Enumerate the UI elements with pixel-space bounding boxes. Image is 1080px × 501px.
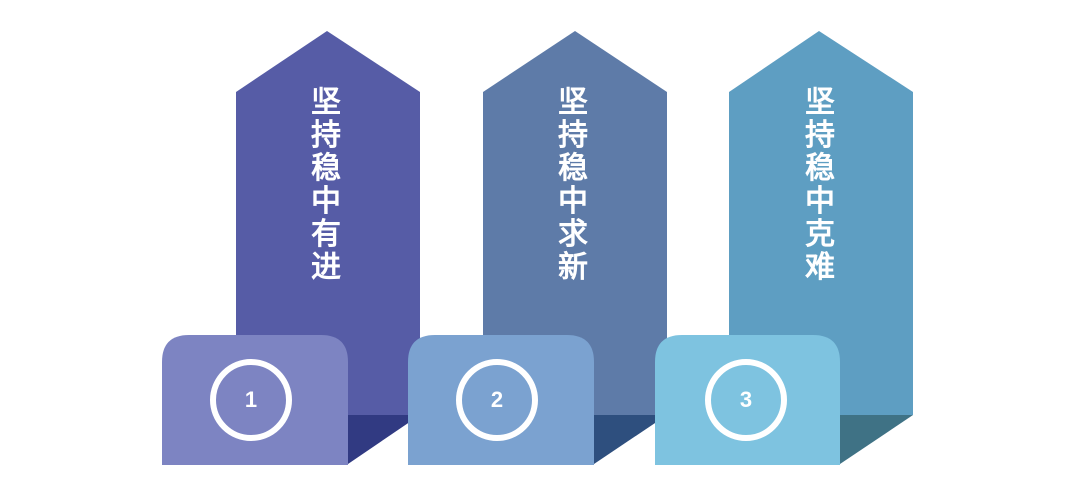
step-base-3 xyxy=(655,335,840,465)
pillar-arrow-3 xyxy=(729,31,913,415)
step-2-graphic xyxy=(408,31,667,465)
step-base-1 xyxy=(162,335,348,465)
step-number-1: 1 xyxy=(244,387,258,412)
pillar-label-1: 坚持稳中有进 xyxy=(311,85,341,285)
step-circle-3 xyxy=(705,359,787,441)
step-number-2: 2 xyxy=(490,387,504,412)
step-circle-2 xyxy=(456,359,538,441)
pillar-label-3: 坚持稳中克难 xyxy=(805,85,835,285)
step-base-2 xyxy=(408,335,594,465)
pillar-shadow-2 xyxy=(594,415,667,464)
step-1-graphic xyxy=(162,31,420,465)
pillar-shadow-3 xyxy=(840,415,913,464)
pillar-arrow-2 xyxy=(483,31,667,415)
pillar-arrow-1 xyxy=(236,31,420,415)
pillar-shadow-1 xyxy=(348,415,420,464)
step-number-3: 3 xyxy=(739,387,753,412)
step-circle-1 xyxy=(210,359,292,441)
pillar-label-2: 坚持稳中求新 xyxy=(558,85,588,285)
step-3-graphic xyxy=(655,31,913,465)
